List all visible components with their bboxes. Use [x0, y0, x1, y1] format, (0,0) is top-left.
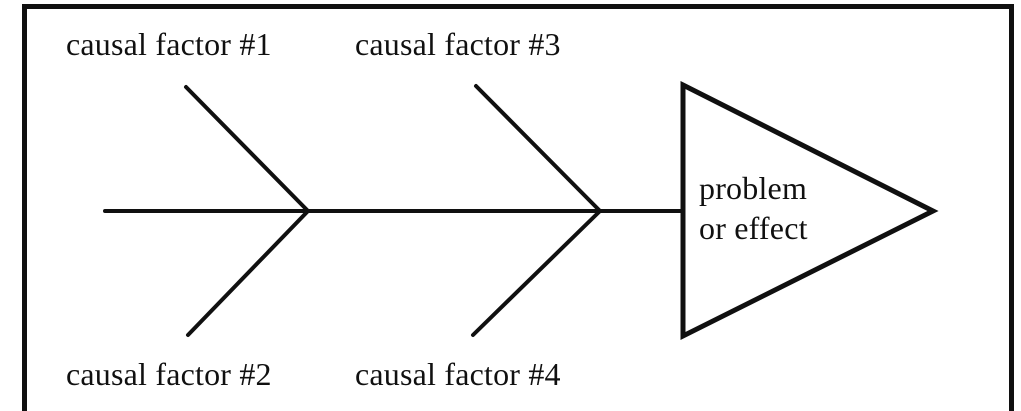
effect-triangle: [680, 80, 939, 341]
branch-line-factor4: [471, 209, 602, 337]
branch-line-factor3: [474, 84, 602, 213]
effect-label: problem or effect: [699, 168, 808, 248]
diagram-border: [22, 4, 1014, 411]
label-causal-factor-1: causal factor #1: [66, 26, 272, 62]
effect-label-line2: or effect: [699, 210, 808, 246]
label-causal-factor-4: causal factor #4: [355, 356, 561, 392]
branch-line-factor2: [186, 209, 310, 337]
branch-line-factor1: [184, 85, 310, 213]
effect-label-line1: problem: [699, 170, 808, 206]
label-causal-factor-2: causal factor #2: [66, 356, 272, 392]
label-causal-factor-3: causal factor #3: [355, 26, 561, 62]
